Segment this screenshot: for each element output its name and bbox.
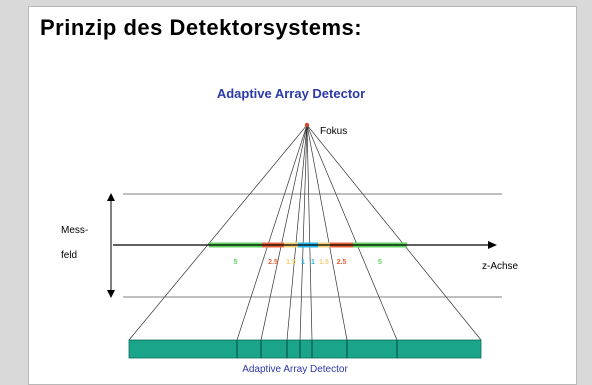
beam-line: [286, 124, 308, 341]
slide-title: Prinzip des Detektorsystems:: [40, 15, 363, 40]
detector-diagram: Adaptive Array Detector Mess- feld z-Ach…: [61, 86, 519, 375]
beam-line: [306, 124, 348, 341]
beam-line: [306, 124, 313, 341]
diagram-heading: Adaptive Array Detector: [217, 86, 365, 101]
z-axis-arrowhead: [488, 241, 497, 249]
beam-line: [306, 124, 398, 341]
field-marker-arrow-top: [107, 193, 115, 201]
field-label-line2: feld: [61, 250, 77, 261]
focus-label: Fokus: [320, 126, 347, 137]
field-label-line1: Mess-: [61, 225, 88, 236]
segment-label: 2.5: [337, 259, 347, 266]
segment-label: 2.5: [268, 259, 278, 266]
focus-point: [304, 122, 310, 128]
beam-line: [260, 124, 308, 341]
segment-label: 1: [311, 259, 315, 266]
beam-line: [236, 124, 308, 341]
segment-label: 1.5: [286, 259, 296, 266]
segment-label: 1.5: [319, 259, 329, 266]
detector-caption: Adaptive Array Detector: [242, 364, 348, 375]
detector-array: [128, 339, 482, 359]
slide-frame: Prinzip des Detektorsystems: Adaptive Ar…: [28, 6, 577, 385]
z-axis-label: z-Achse: [482, 261, 519, 272]
segment-label: 5: [234, 259, 238, 266]
detector-bar: [128, 339, 482, 359]
beam-line: [299, 124, 308, 341]
beam-line: [128, 124, 308, 341]
beam-line: [306, 124, 482, 341]
field-marker-arrow-bottom: [107, 290, 115, 298]
segment-label: 5: [378, 259, 382, 266]
beam-fan: [128, 124, 482, 341]
segment-label: 1: [301, 259, 305, 266]
